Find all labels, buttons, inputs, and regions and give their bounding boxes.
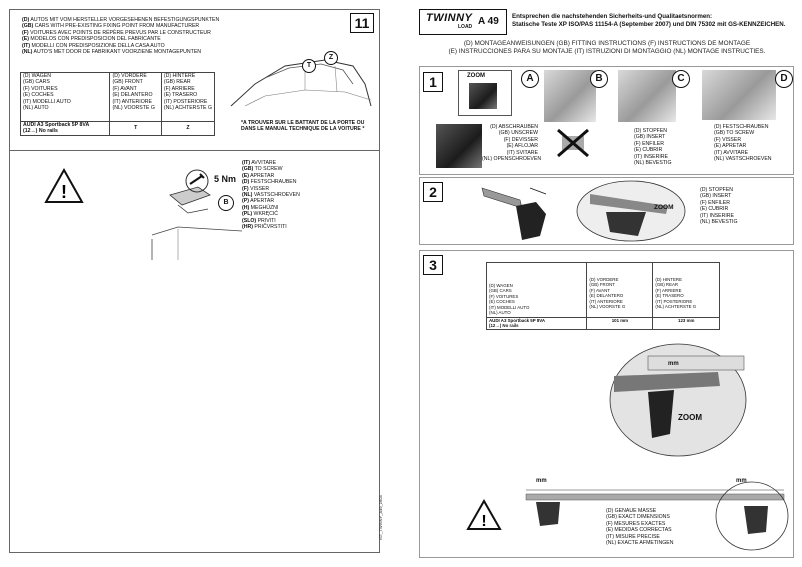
front-col-header: (D) VORDERE(GB) FRONT(F) AVANT(E) DELANT…	[109, 72, 162, 122]
torque-wrench-icon	[185, 169, 209, 193]
step1-letter-a: A	[521, 70, 539, 88]
do-not-cross-icon	[557, 128, 589, 158]
vehicle-table: (D) WAGEN(GB) CARS(F) VOITURES(E) COCHES…	[19, 72, 216, 136]
step1-number: 1	[423, 72, 443, 92]
left-intro-text: (D) AUTOS MIT VOM HERSTELLER VORGESEHENE…	[22, 17, 342, 55]
step1-letter-b: B	[590, 70, 608, 88]
car-marker-z: Z	[324, 51, 338, 65]
brand-box: TWINNY LOAD A 49	[419, 9, 507, 35]
intro-line: (IT) MODELLI CON PREDISPOSIZIONE DELLA C…	[22, 42, 165, 49]
step3-measure-text: (D) GENAUE MASSE(GB) EXACT DIMENSIONS(F)…	[606, 508, 674, 547]
rear-col-header: (D) HINTERE(GB) REAR(F) ARRIERE(E) TRASE…	[160, 72, 216, 122]
intro-line: (E) MODELOS CON PREDISPOSICION DEL FABRI…	[22, 36, 161, 43]
model-label: A 49	[478, 16, 499, 27]
svg-text:!: !	[61, 182, 67, 202]
step3-front-value: 101 mm	[586, 317, 654, 330]
intro-line: (F) VOITURES AVEC POINTS DE RÉPÈRE PREVU…	[22, 29, 211, 36]
step3-frame	[419, 250, 794, 558]
doc-code: IST_TWINNY_A49_1604	[378, 495, 383, 540]
norm-text: Entsprechen die nachstehenden Sicherheit…	[512, 13, 786, 28]
intro-line: (NL) AUTO'S MET DOOR DE FABRIKANT VOORZI…	[22, 49, 202, 56]
left-divider	[9, 150, 379, 151]
step3-rear-col: (D) HINTERE(GB) REAR(F) ARRIERE(E) TRASE…	[652, 262, 720, 318]
right-page: TWINNY LOAD A 49 Entsprechen die nachste…	[378, 0, 802, 567]
left-page-frame	[9, 9, 380, 553]
step1-photo-c	[618, 70, 676, 122]
instruction-languages: (D) MONTAGEANWEISUNGEN (GB) FITTING INST…	[448, 40, 766, 56]
step1-photo-d	[702, 70, 776, 120]
step3-vehicle-model: AUDI A3 Sportback 5P 8VA(12→) No rails	[485, 317, 588, 330]
step3-mm-label-top: mm	[668, 361, 679, 367]
step1-insert-text: (D) STOPFEN(GB) INSERT(F) ENFILER(E) CUB…	[634, 128, 672, 167]
step2-bar-illustration	[481, 187, 547, 240]
step3-mm-label-right: mm	[736, 478, 747, 484]
step3-front-col: (D) VORDERE(GB) FRONT(F) AVANT(E) DELANT…	[586, 262, 654, 318]
step3-zoom-label: ZOOM	[678, 413, 702, 422]
warning-icon: !	[466, 499, 502, 530]
left-page-number: 11	[350, 13, 374, 33]
step1-photo-b	[544, 70, 596, 122]
warning-icon: !	[44, 168, 84, 203]
brand-logo: TWINNY	[426, 12, 473, 24]
step3-vehicle-col: (D) WAGEN(GB) CARS(F) VOITURES(E) COCHES…	[485, 262, 588, 318]
step2-frame	[419, 177, 794, 245]
intro-line: (D) AUTOS MIT VOM HERSTELLER VORGESEHENE…	[22, 17, 220, 23]
svg-text:!: !	[481, 513, 486, 530]
step3-measure-table: (D) WAGEN(GB) CARS(F) VOITURES(E) COCHES…	[485, 262, 720, 330]
step1-letter-c: C	[672, 70, 690, 88]
step1-photo-unscrew	[436, 124, 482, 168]
brand-sub: LOAD	[458, 24, 473, 30]
step3-number: 3	[423, 255, 443, 275]
step2-number: 2	[423, 182, 443, 202]
step3-rear-value: 123 mm	[652, 317, 720, 330]
vehicle-model-cell: AUDI A3 Sportback 5P 8VA(12→) No rails	[19, 121, 111, 136]
step2-zoom-illustration	[576, 180, 686, 242]
front-value-cell: T	[109, 121, 162, 136]
door-note: *A TROUVER SUR LE BATTANT DE LA PORTE OU…	[241, 120, 365, 133]
car-marker-t: T	[302, 59, 316, 73]
marker-b: B	[218, 195, 234, 211]
step1-zoom-image	[469, 83, 497, 109]
step1-zoom-label: ZOOM	[467, 73, 485, 79]
step3-bar-overview	[525, 481, 789, 551]
step1-frame	[419, 66, 794, 175]
screw-instructions: (IT) AVVITARE (GB) TO SCREW (E) APRETAR …	[242, 160, 300, 231]
step3-zoom-illustration	[609, 343, 747, 457]
step1-letter-d: D	[775, 70, 793, 88]
step2-zoom-label: ZOOM	[654, 204, 674, 211]
step1-screw-text: (D) FESTSCHRAUBEN(GB) TO SCREW(F) VISSER…	[714, 124, 772, 163]
vehicle-col-header: (D) WAGEN(GB) CARS(F) VOITURES(E) COCHES…	[19, 72, 111, 122]
left-page: 11 (D) AUTOS MIT VOM HERSTELLER VORGESEH…	[0, 0, 400, 567]
torque-label: 5 Nm	[214, 174, 237, 184]
car-roof-illustration	[230, 59, 372, 107]
step1-zoom-panel: ZOOM	[458, 70, 512, 116]
step2-insert-text: (D) STOPFEN(GB) INSERT(F) ENFILER(E) CUB…	[700, 187, 738, 226]
rear-value-cell: Z	[160, 121, 216, 136]
step1-unscrew-text: (D) ABSCHRAUBEN(GB) UNSCREW(F) DEVISSER(…	[482, 124, 542, 163]
intro-line: (GB) CARS WITH PRE-EXISTING FIXING POINT…	[22, 23, 200, 30]
step3-mm-label-left: mm	[536, 478, 547, 484]
